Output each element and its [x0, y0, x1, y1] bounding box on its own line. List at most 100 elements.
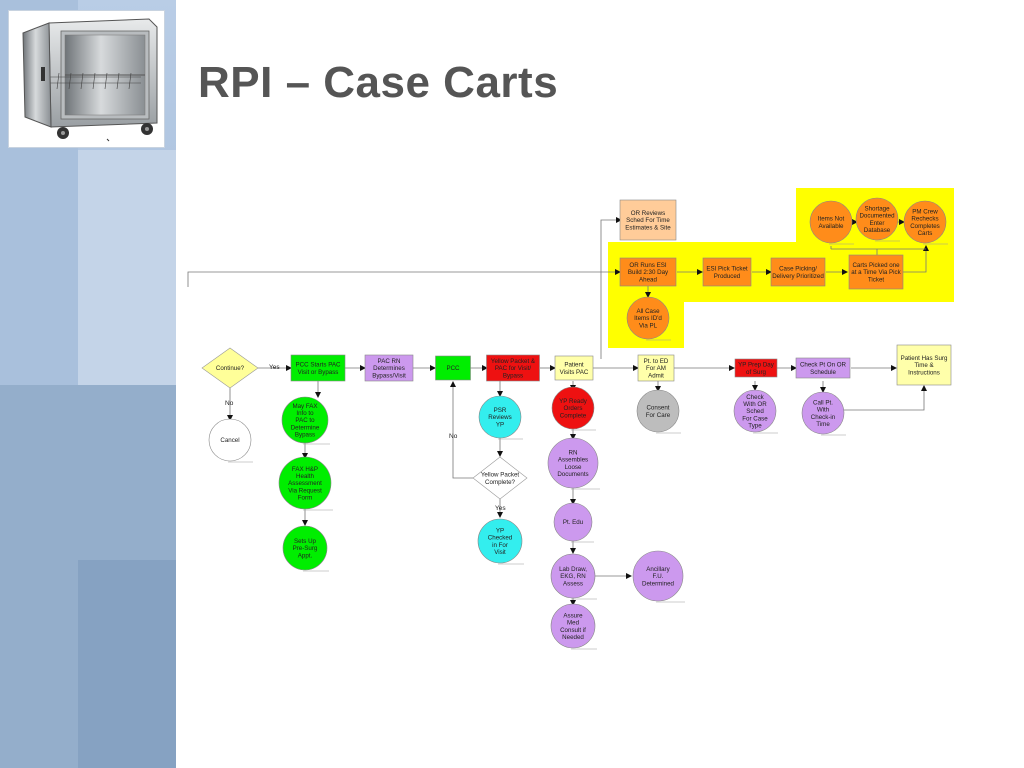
node-shape	[848, 254, 904, 290]
node-label-line: For Case	[742, 415, 768, 422]
edge-label-yes: Yes	[495, 505, 506, 512]
node-shape	[855, 197, 899, 241]
node-shape	[554, 355, 594, 381]
node-label-line: Yellow Packet &	[491, 358, 536, 365]
edge-label-no: No	[449, 433, 458, 440]
node-label-line: Visit or Bypass	[298, 369, 339, 376]
node-label-line: PAC RN	[378, 358, 401, 365]
node-label-line: Sched For Time	[626, 217, 670, 224]
node-shape	[364, 354, 414, 382]
node-label-line: Determines	[373, 365, 405, 372]
node-label-line: Assembles	[558, 457, 588, 464]
node-label-line: OR Runs ESI	[629, 262, 666, 269]
node-shape	[903, 200, 947, 244]
node-shape	[734, 358, 778, 378]
node-label-line: Via Request	[288, 487, 322, 494]
node-label-line: For AM	[646, 365, 666, 372]
node-label-line: Complete	[560, 412, 587, 419]
node-pt-edu: Pt. Edu	[553, 502, 594, 543]
node-label-line: Time &	[914, 362, 934, 369]
node-label-line: For Care	[646, 412, 671, 419]
node-label-line: Appt.	[298, 552, 313, 559]
node-shape	[553, 502, 593, 542]
node-label-line: Health	[296, 473, 314, 480]
node-label-line: Consult if	[560, 627, 586, 634]
node-shape	[795, 357, 851, 379]
node-label-line: Admit	[648, 372, 664, 379]
node-label-line: Checked	[488, 535, 513, 542]
node-label-line: Assess	[563, 580, 583, 587]
node-label-line: Enter	[870, 220, 885, 227]
node-shape	[208, 418, 252, 462]
node-shape	[801, 391, 845, 435]
node-label-line: Via PL	[639, 322, 658, 329]
node-label-line: PAC to	[295, 417, 315, 424]
node-label-line: Ancillary	[646, 566, 670, 573]
node-label-line: Rechecks	[911, 216, 938, 223]
node-label-line: YP Prep Day	[738, 362, 775, 369]
node-label-line: Sets Up	[294, 538, 317, 545]
node-shape	[733, 389, 777, 433]
node-label-line: Produced	[714, 273, 741, 280]
node-label-line: YP	[496, 527, 504, 534]
node-label-line: Carts	[918, 230, 933, 237]
node-label-line: Ahead	[639, 276, 657, 283]
node-label-line: Items ID'd	[634, 315, 662, 322]
node-label-line: Patient Has Surg	[901, 355, 948, 362]
node-shape	[550, 553, 596, 599]
node-label-line: Ticket	[868, 276, 885, 283]
node-label-line: Call Pt.	[813, 399, 833, 406]
node-label: Yellow Packet &PAC for Visit/Bypass	[491, 358, 536, 379]
node-label-line: Assure	[563, 612, 583, 619]
node-label-line: Assessment	[288, 480, 322, 487]
edge-label-no: No	[225, 400, 234, 407]
node-label-line: Pt. Edu	[563, 519, 584, 526]
node-shape	[477, 518, 523, 564]
page-title: RPI – Case Carts	[198, 58, 559, 107]
node-label-line: Sched	[746, 408, 764, 415]
node-continue: Continue?	[201, 347, 259, 389]
node-cancel: Cancel	[208, 418, 253, 463]
node-label-line: Info to	[296, 410, 314, 417]
node-label: Cancel	[220, 437, 239, 444]
node-yellow-packet: Yellow Packet &PAC for Visit/Bypass	[486, 354, 540, 382]
node-label: Continue?	[216, 365, 245, 372]
node-shape	[809, 200, 853, 244]
node-case-picking: Case Picking/Delivery Prioritized	[770, 257, 826, 287]
node-shape	[278, 456, 332, 510]
node-label-line: Continue?	[216, 365, 245, 372]
node-label-line: May FAX	[292, 403, 317, 410]
node-label-line: Orders	[564, 405, 583, 412]
